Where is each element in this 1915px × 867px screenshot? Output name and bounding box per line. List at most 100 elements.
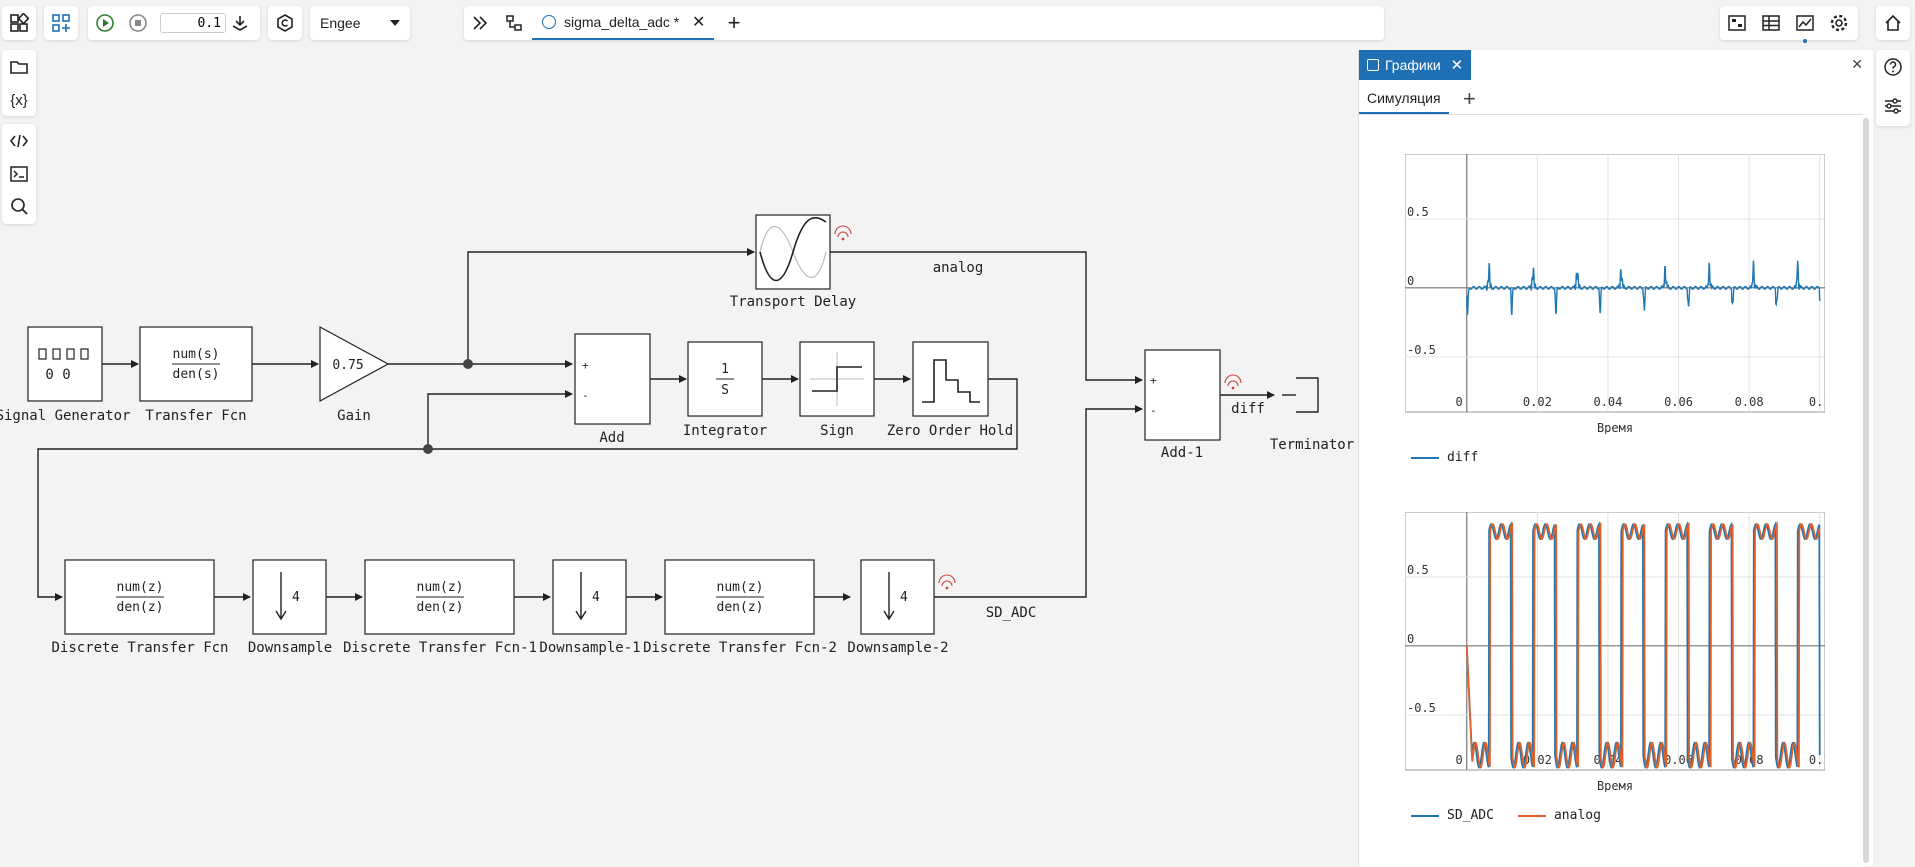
legend-item[interactable]: SD_ADC — [1411, 808, 1494, 823]
close-tab-icon[interactable]: ✕ — [692, 14, 706, 31]
tab-simulation-label: Симуляция — [1367, 90, 1441, 106]
expand-panels-icon[interactable] — [466, 9, 494, 37]
tab-sigma-delta-adc[interactable]: sigma_delta_adc * ✕ — [532, 6, 714, 40]
add-block[interactable]: + - Add — [574, 333, 651, 446]
transfer-fcn-block[interactable]: num(s) den(s) Transfer Fcn — [139, 326, 253, 424]
transport-delay-block[interactable]: Transport Delay — [730, 214, 856, 310]
model-icon — [542, 15, 556, 29]
sign-block[interactable]: Sign — [799, 341, 875, 439]
gain-block[interactable]: 0.75 Gain — [319, 325, 390, 424]
home-icon[interactable] — [1879, 9, 1907, 37]
integrator-block[interactable]: 1 S Integrator — [683, 341, 767, 439]
code-generation-icon[interactable] — [271, 9, 299, 37]
sign-label: Sign — [820, 423, 854, 439]
discrete-transfer-fcn-1-block[interactable]: num(z) den(z) Discrete Transfer Fcn-1 — [343, 559, 537, 656]
integrator-num: 1 — [721, 362, 729, 377]
downsample-block[interactable]: 4 Downsample — [248, 559, 332, 656]
x-tick-label: 0.08 — [1735, 753, 1764, 767]
x-tick-label: 0.1 — [1809, 753, 1825, 767]
code-editor-icon[interactable] — [5, 127, 33, 155]
add1-block[interactable]: + - Add-1 — [1144, 349, 1221, 461]
signal-generator-block[interactable]: 0 0 Signal Generator — [0, 326, 130, 424]
stop-icon[interactable] — [124, 9, 152, 37]
left-sidebar-bottom — [2, 124, 36, 224]
ds1-factor: 4 — [592, 590, 600, 605]
close-panel-icon[interactable]: ✕ — [1851, 56, 1863, 72]
plots-panel-tab[interactable]: Графики ✕ — [1359, 50, 1472, 80]
y-tick-label: -0.5 — [1407, 343, 1436, 357]
gear-icon[interactable] — [1825, 9, 1853, 37]
plot-frame — [1404, 153, 1826, 413]
solver-settings-icon[interactable] — [226, 9, 254, 37]
downsample-1-block[interactable]: 4 Downsample-1 — [539, 559, 641, 656]
x-tick-label: 0 — [1456, 753, 1463, 767]
discrete-transfer-fcn-2-block[interactable]: num(z) den(z) Discrete Transfer Fcn-2 — [643, 559, 837, 656]
add-plot-icon[interactable]: + — [1463, 86, 1476, 111]
legend-item[interactable]: analog — [1517, 808, 1601, 823]
discrete-transfer-fcn-block[interactable]: num(z) den(z) Discrete Transfer Fcn — [51, 559, 229, 656]
legend-label: diff — [1447, 450, 1479, 465]
x-tick-label: 0.06 — [1664, 753, 1693, 767]
chart-icon — [1367, 59, 1379, 71]
terminal-icon[interactable] — [5, 160, 33, 188]
add-plus-port: + — [582, 359, 589, 372]
model-view-icon[interactable] — [1723, 9, 1751, 37]
transfer-fcn-den: den(s) — [173, 367, 220, 382]
legend-label: SD_ADC — [1447, 808, 1494, 823]
apps-icon[interactable] — [5, 9, 33, 37]
signal-logging-icon[interactable] — [938, 574, 956, 590]
engine-select-value: Engee — [320, 15, 361, 31]
close-icon[interactable]: ✕ — [1450, 57, 1464, 74]
x-axis-label: Время — [1597, 779, 1633, 792]
x-axis-label: Время — [1597, 421, 1633, 434]
hierarchy-icon[interactable] — [500, 9, 528, 37]
legend-plot-sd-adc-analog: SD_ADC analog — [1411, 808, 1601, 823]
engine-select[interactable]: Engee — [310, 6, 410, 40]
legend-label: analog — [1553, 808, 1601, 823]
integrator-den: S — [721, 383, 729, 398]
y-tick-label: 0 — [1407, 274, 1414, 288]
signal-logging-icon[interactable] — [1224, 374, 1242, 390]
scrollbar[interactable] — [1863, 118, 1869, 863]
y-tick-label: 0 — [1407, 632, 1414, 646]
table-icon[interactable] — [1757, 9, 1785, 37]
open-folder-icon[interactable] — [5, 53, 33, 81]
sliders-icon[interactable] — [1879, 92, 1907, 120]
legend-plot-diff: diff — [1411, 450, 1478, 465]
y-tick-label: 0.5 — [1407, 563, 1429, 577]
block-library-icon[interactable] — [47, 9, 75, 37]
model-canvas[interactable]: 0 0 Signal Generator num(s) den(s) Trans… — [0, 40, 1360, 866]
variables-icon[interactable]: {x} — [10, 91, 28, 109]
ds2-factor: 4 — [900, 590, 908, 605]
add-minus-port: - — [582, 389, 589, 402]
search-model-icon[interactable] — [5, 192, 33, 220]
x-tick-label: 0.08 — [1735, 395, 1764, 409]
plot-frame — [1404, 511, 1826, 771]
zero-order-hold-block[interactable]: Zero Order Hold — [887, 341, 1013, 439]
chevron-down-icon — [390, 20, 400, 26]
tab-simulation[interactable]: Симуляция — [1359, 84, 1449, 114]
signal-logging-icon[interactable] — [834, 225, 852, 241]
step-input[interactable] — [160, 13, 226, 33]
new-tab-icon[interactable]: + — [727, 10, 741, 35]
diff-signal-label: diff — [1231, 401, 1265, 417]
play-icon[interactable] — [91, 9, 119, 37]
integrator-label: Integrator — [683, 423, 767, 439]
home-panel — [1876, 6, 1910, 40]
series-line-analog — [1465, 521, 1821, 769]
right-sidebar — [1876, 50, 1910, 126]
right-toolbar — [1720, 6, 1858, 43]
x-tick-label: 0.06 — [1664, 395, 1693, 409]
analog-signal-label: analog — [933, 260, 984, 276]
terminator-block[interactable]: Terminator — [1270, 377, 1354, 453]
downsample-2-block[interactable]: 4 Downsample-2 — [847, 559, 949, 656]
legend-item[interactable]: diff — [1411, 450, 1478, 465]
help-icon[interactable] — [1879, 53, 1907, 81]
plots-panel-title: Графики — [1385, 57, 1441, 73]
series-line-diff — [1466, 260, 1821, 316]
transfer-fcn-num: num(s) — [173, 347, 220, 362]
plots-icon[interactable] — [1791, 9, 1819, 43]
active-indicator — [1803, 39, 1807, 43]
